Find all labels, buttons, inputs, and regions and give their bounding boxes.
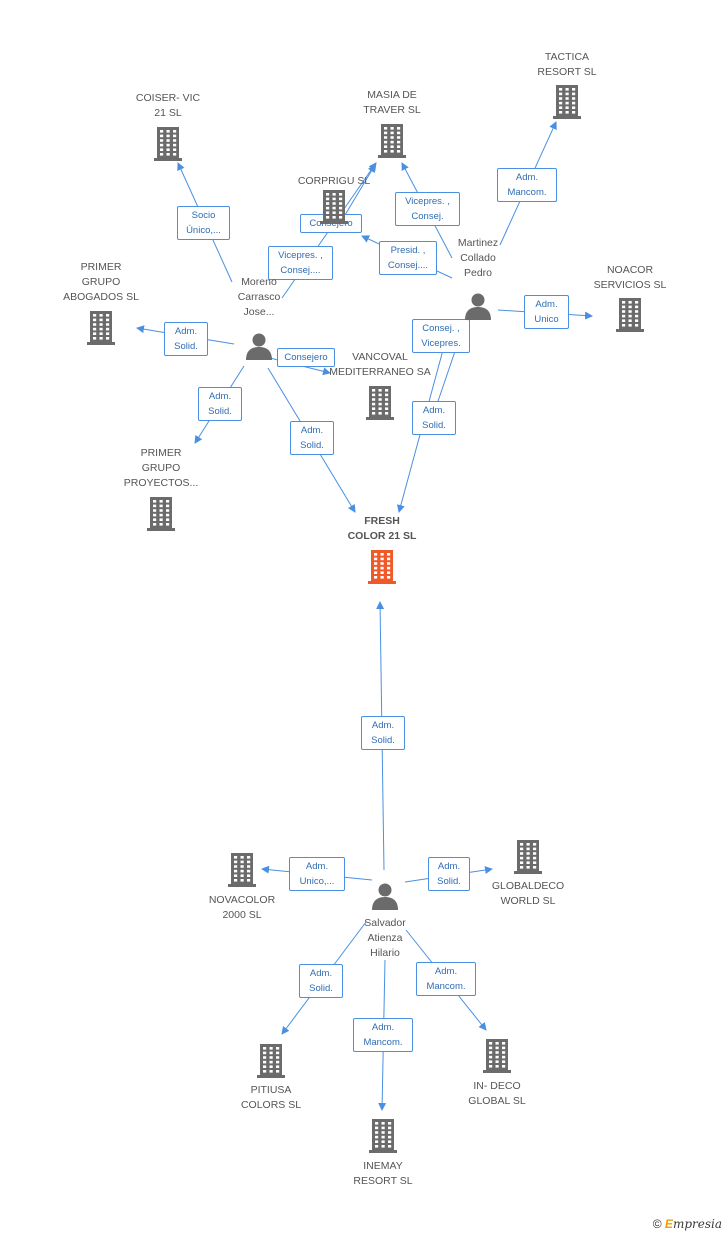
node-label: PRIMER GRUPO PROYECTOS... xyxy=(123,447,199,489)
node-label: COISER- VIC 21 SL xyxy=(135,92,201,119)
relation-label[interactable]: Adm. Unico,... xyxy=(289,857,345,891)
building-icon xyxy=(616,298,644,332)
building-icon xyxy=(553,85,581,119)
relation-label[interactable]: Adm. Solid. xyxy=(412,401,456,435)
company-node-primer_proyectos[interactable]: PRIMER GRUPO PROYECTOS... xyxy=(96,446,226,531)
relation-label[interactable]: Vicepres. , Consej.... xyxy=(268,246,333,280)
company-node-tactica[interactable]: TACTICA RESORT SL xyxy=(502,50,632,119)
node-label: IN- DECO GLOBAL SL xyxy=(468,1080,526,1107)
company-node-vancoval[interactable]: VANCOVAL MEDITERRANEO SA xyxy=(315,350,445,420)
node-label: Moreno Carrasco Jose... xyxy=(237,276,281,318)
node-label: Salvador Atienza Hilario xyxy=(364,917,406,959)
building-icon xyxy=(147,497,175,531)
node-label: PRIMER GRUPO ABOGADOS SL xyxy=(63,261,139,303)
node-label: MASIA DE TRAVER SL xyxy=(363,89,421,116)
building-icon xyxy=(320,190,348,224)
company-node-masia[interactable]: MASIA DE TRAVER SL xyxy=(327,88,457,158)
relation-label[interactable]: Adm. Solid. xyxy=(164,322,208,356)
company-node-primer_abogados[interactable]: PRIMER GRUPO ABOGADOS SL xyxy=(36,260,166,345)
company-node-noacor[interactable]: NOACOR SERVICIOS SL xyxy=(565,263,695,332)
brand-logo-letter: E xyxy=(664,1217,673,1231)
footer-brand: © Empresia xyxy=(653,1217,722,1231)
node-label: CORPRIGU SL xyxy=(297,175,371,187)
company-node-corprigu[interactable]: CORPRIGU SL xyxy=(269,174,399,224)
relation-label[interactable]: Adm. Solid. xyxy=(361,716,405,750)
building-icon xyxy=(228,853,256,887)
node-label: TACTICA RESORT SL xyxy=(537,51,597,78)
building-icon xyxy=(154,127,182,161)
node-label: GLOBALDECO WORLD SL xyxy=(491,880,565,907)
relation-label[interactable]: Socio Único,... xyxy=(177,206,230,240)
brand-name: mpresia xyxy=(672,1217,722,1231)
node-label: NOVACOLOR 2000 SL xyxy=(208,894,276,921)
copyright-icon: © xyxy=(652,1217,662,1231)
relation-label[interactable]: Adm. Mancom. xyxy=(416,962,476,996)
building-icon xyxy=(257,1044,285,1078)
relation-label[interactable]: Adm. Mancom. xyxy=(497,168,557,202)
person-icon xyxy=(372,883,398,910)
node-label: INEMAY RESORT SL xyxy=(353,1160,413,1187)
building-icon xyxy=(368,550,396,584)
building-icon xyxy=(87,311,115,345)
node-label: Martinez Collado Pedro xyxy=(457,237,499,279)
person-node-salvador[interactable]: Salvador Atienza Hilario xyxy=(320,882,450,961)
company-node-coiser[interactable]: COISER- VIC 21 SL xyxy=(103,91,233,161)
person-icon xyxy=(246,333,272,360)
relation-label[interactable]: Consej. , Vicepres. xyxy=(412,319,470,353)
company-node-novacolor[interactable]: NOVACOLOR 2000 SL xyxy=(177,853,307,923)
node-label: VANCOVAL MEDITERRANEO SA xyxy=(329,351,431,378)
relation-label[interactable]: Adm. Solid. xyxy=(198,387,242,421)
relation-label[interactable]: Vicepres. , Consej. xyxy=(395,192,460,226)
relation-label[interactable]: Presid. , Consej.... xyxy=(379,241,437,275)
company-node-indeco[interactable]: IN- DECO GLOBAL SL xyxy=(432,1039,562,1109)
company-node-pitiusa[interactable]: PITIUSA COLORS SL xyxy=(206,1044,336,1113)
relation-label[interactable]: Adm. Solid. xyxy=(290,421,334,455)
building-icon xyxy=(378,124,406,158)
company-node-fresh[interactable]: FRESH COLOR 21 SL xyxy=(317,514,447,584)
building-icon xyxy=(366,386,394,420)
relation-label[interactable]: Adm. Mancom. xyxy=(353,1018,413,1052)
person-node-moreno[interactable]: Moreno Carrasco Jose... xyxy=(194,275,324,360)
company-node-inemay[interactable]: INEMAY RESORT SL xyxy=(318,1119,448,1189)
building-icon xyxy=(483,1039,511,1073)
building-icon xyxy=(369,1119,397,1153)
person-icon xyxy=(465,293,491,320)
relation-label[interactable]: Consejero xyxy=(277,348,335,367)
node-label: NOACOR SERVICIOS SL xyxy=(593,264,667,291)
node-label: PITIUSA COLORS SL xyxy=(240,1084,302,1111)
node-label: FRESH COLOR 21 SL xyxy=(347,515,417,542)
relation-label[interactable]: Adm. Solid. xyxy=(428,857,470,891)
person-node-martinez[interactable]: Martinez Collado Pedro xyxy=(413,236,543,320)
building-icon xyxy=(514,840,542,874)
relation-label[interactable]: Adm. Unico xyxy=(524,295,569,329)
company-node-globaldeco[interactable]: GLOBALDECO WORLD SL xyxy=(463,840,593,909)
relation-label[interactable]: Adm. Solid. xyxy=(299,964,343,998)
